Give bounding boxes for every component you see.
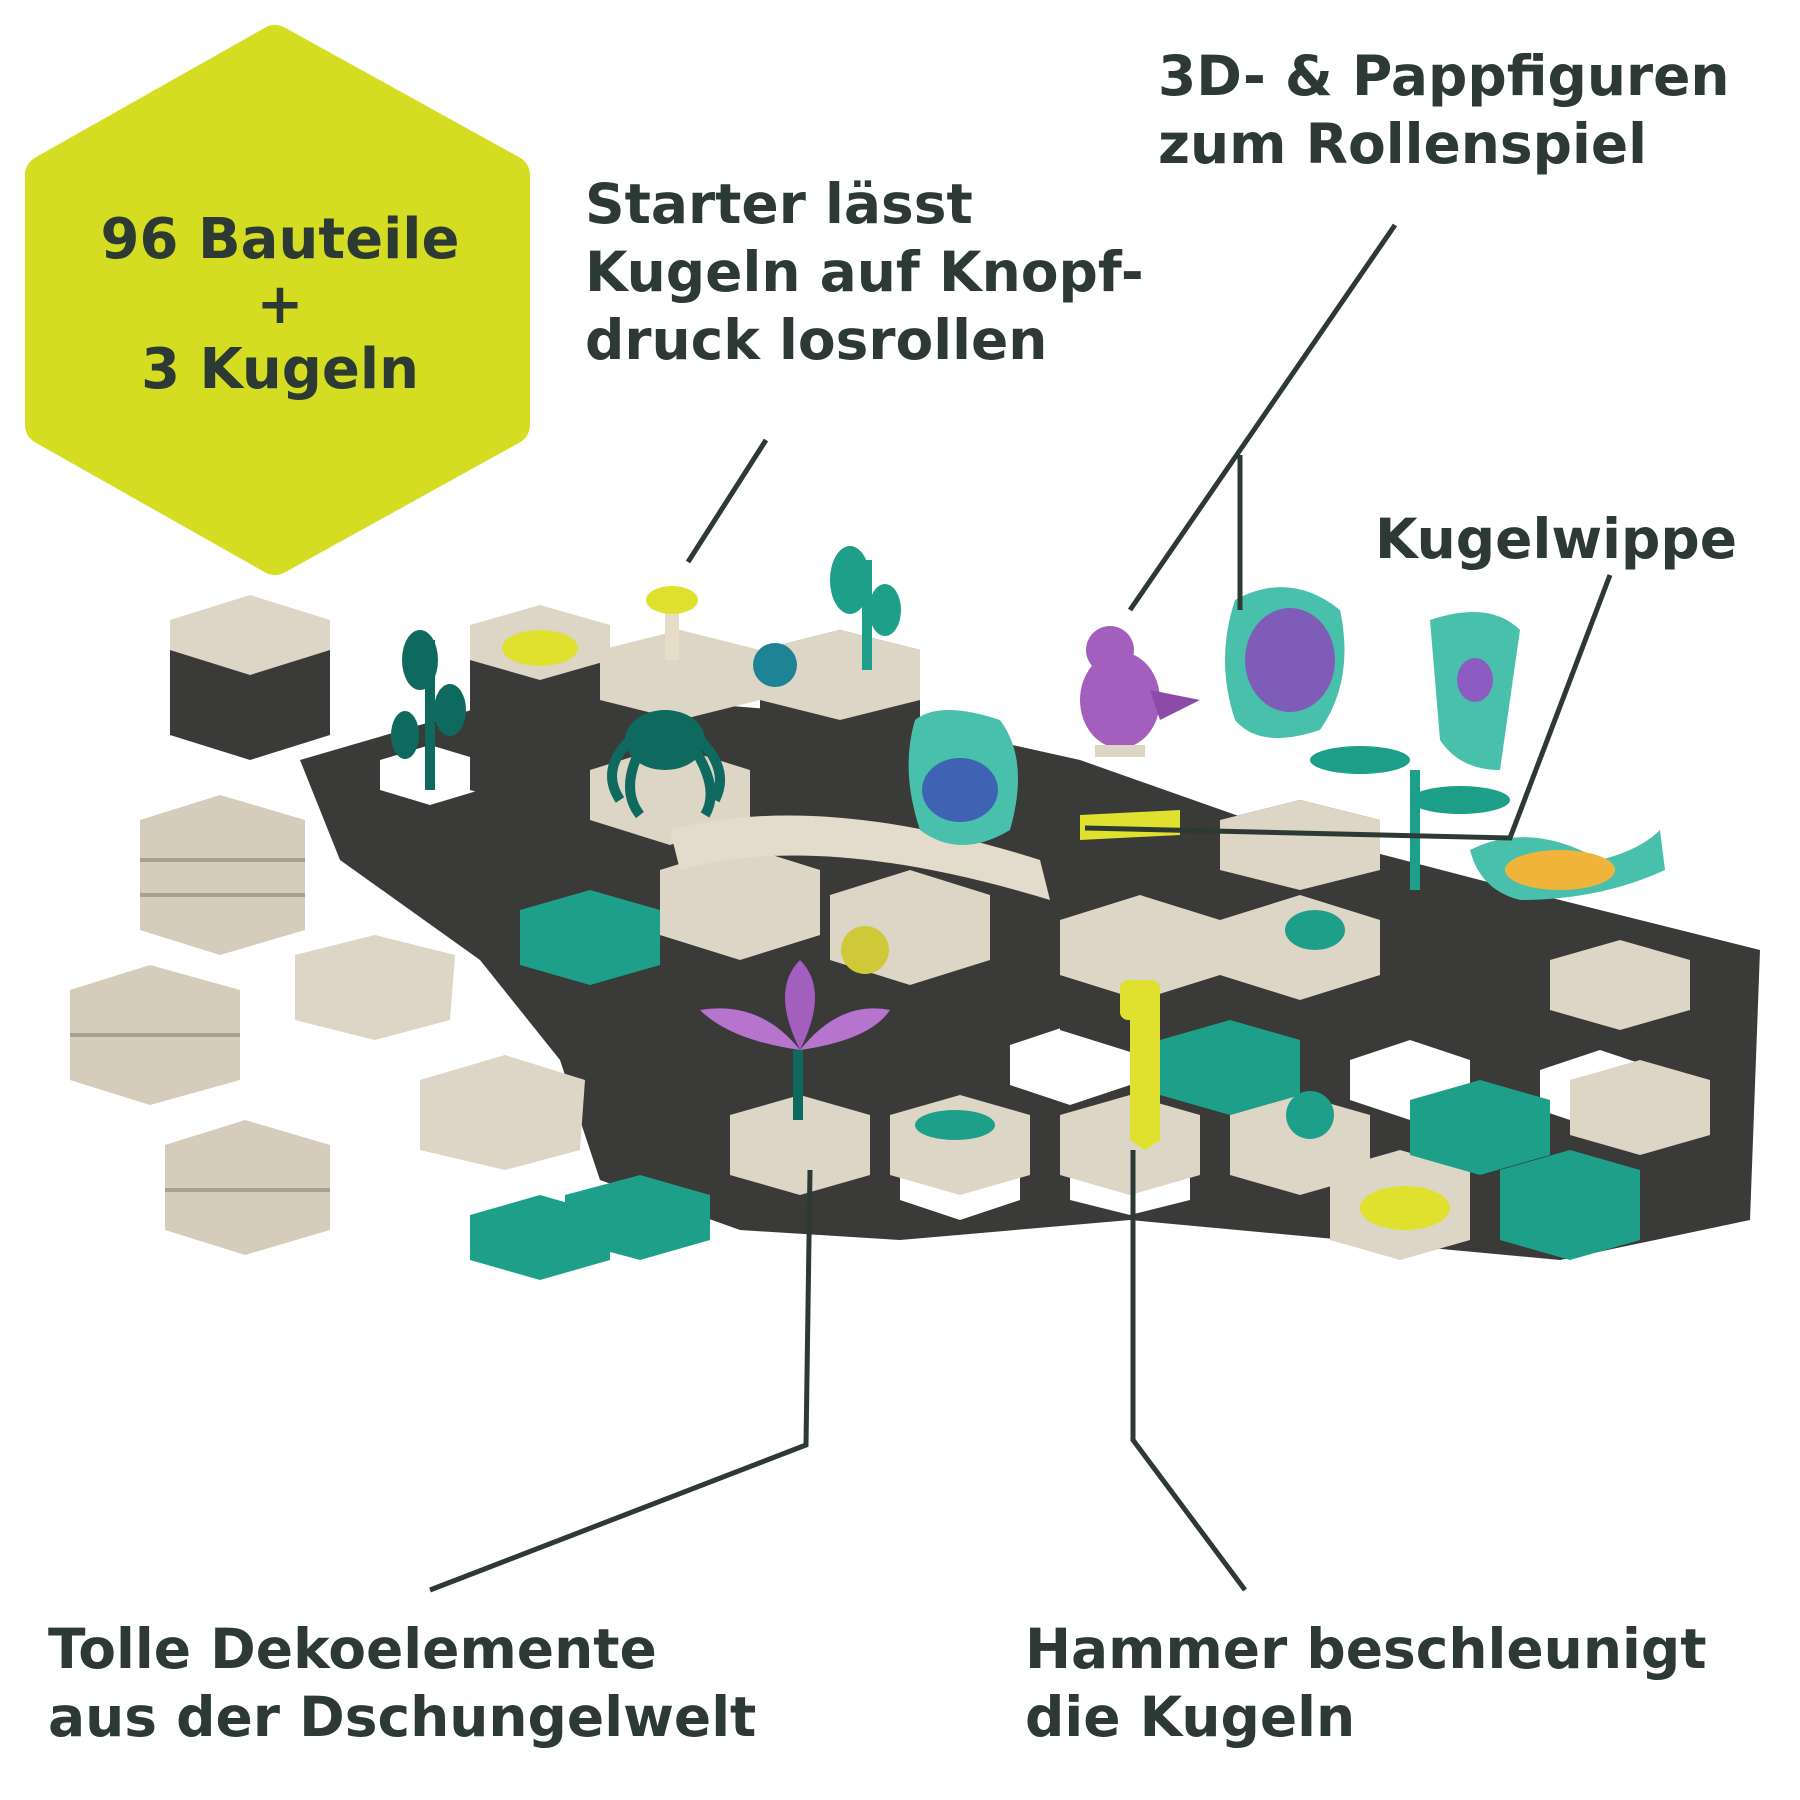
starter-line-3: druck losrollen <box>585 308 1048 373</box>
starter-icon <box>646 586 698 660</box>
flower-icon <box>700 960 890 1120</box>
loose-pieces <box>70 595 710 1280</box>
seesaw-callout: Kugelwippe <box>1375 505 1737 573</box>
marble-icon <box>753 643 1334 1139</box>
hammer-icon <box>1120 980 1160 1150</box>
hammer-line-1: Hammer beschleunigt <box>1025 1617 1707 1681</box>
plant-icon <box>391 546 1510 890</box>
deco-leader <box>429 1169 813 1593</box>
spider-figure-icon <box>607 710 725 819</box>
gorilla-figure-icon <box>1225 587 1345 738</box>
starter-line-1: Starter lässt <box>585 172 973 236</box>
starter-leader <box>685 438 769 564</box>
figures-line-1: 3D- & Pappfiguren <box>1158 44 1730 108</box>
starter-callout: Starter lässt Kugeln auf Knopf- druck lo… <box>585 170 1144 375</box>
starter-line-2: Kugeln auf Knopf- <box>585 240 1144 305</box>
badge-hexagon <box>25 25 530 575</box>
badge-line-3: 3 Kugeln <box>141 336 419 402</box>
deco-line-2: aus der Dschungelwelt <box>48 1685 757 1750</box>
figures-leader <box>1127 223 1398 612</box>
frog-icon <box>915 910 1345 1140</box>
badge-line-1: 96 Bauteile <box>100 207 460 272</box>
monkey-figure-icon <box>1430 612 1520 770</box>
seesaw-icon <box>1080 810 1180 840</box>
badge-line-2: + <box>256 271 304 337</box>
leader-lines <box>429 223 1613 1593</box>
seesaw-leader <box>1084 574 1613 841</box>
hammer-callout: Hammer beschleunigt die Kugeln <box>1025 1615 1706 1751</box>
deco-line-1: Tolle Dekoelemente <box>48 1617 657 1681</box>
hippo-figure-icon <box>908 710 1018 845</box>
hammer-line-2: die Kugeln <box>1025 1685 1356 1750</box>
deco-callout: Tolle Dekoelemente aus der Dschungelwelt <box>48 1615 756 1751</box>
figures-line-2: zum Rollenspiel <box>1158 112 1648 177</box>
figures-callout: 3D- & Pappfiguren zum Rollenspiel <box>1158 42 1730 178</box>
seesaw-line-1: Kugelwippe <box>1375 507 1738 571</box>
badge-label: 96 Bauteile + 3 Kugeln <box>45 207 515 403</box>
bird-figure-icon <box>1080 626 1200 757</box>
hammer-leader <box>1130 1150 1248 1592</box>
leopard-figure-icon <box>1470 830 1665 900</box>
front-tiles <box>520 890 1710 1260</box>
